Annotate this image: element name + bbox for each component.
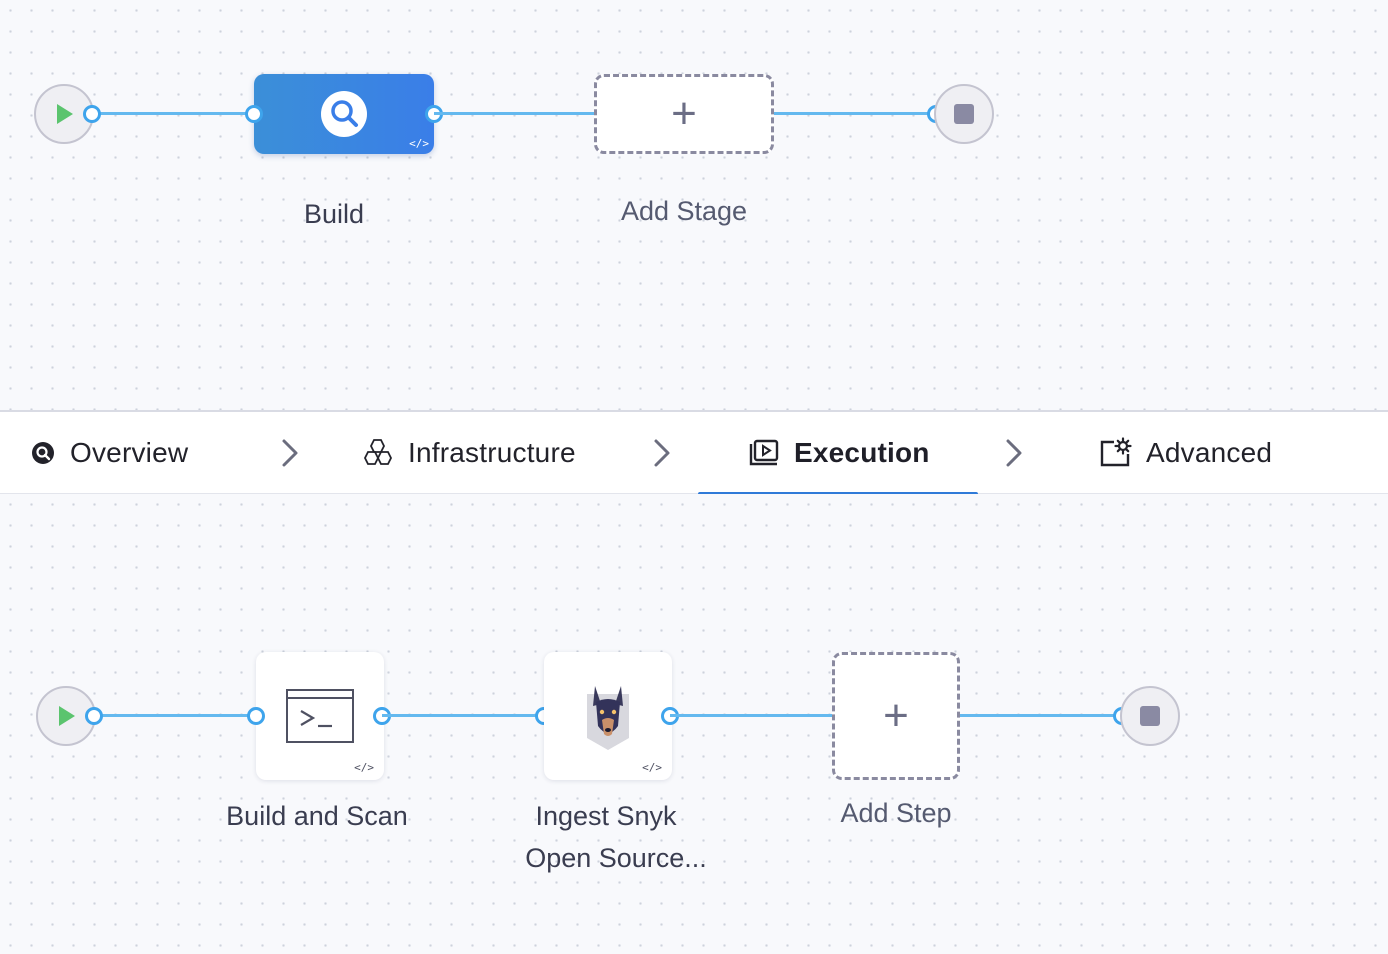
terminal-icon [286,689,354,743]
connector-port [83,105,101,123]
step-label-ingest-snyk-line2: Open Source... [525,843,707,873]
infrastructure-icon [363,439,393,465]
connector-line [670,714,834,717]
stage-node-build[interactable]: </> [254,74,434,154]
play-icon [59,706,75,726]
play-icon [57,104,73,124]
execution-icon [749,439,779,466]
step-node-ingest-snyk[interactable]: </> [544,652,672,780]
yaml-code-icon: </> [642,761,662,774]
chevron-right-icon [282,439,298,467]
yaml-code-icon: </> [409,137,429,150]
stage-label-build: Build [303,199,365,229]
connector-line [434,112,596,115]
connector-line [382,714,544,717]
add-step-button[interactable]: + [832,652,960,780]
snyk-doberman-icon [587,686,629,750]
plus-icon: + [883,691,909,740]
tab-overview[interactable]: Overview [30,412,188,494]
plus-icon: + [671,89,697,138]
step-label-ingest-snyk-line1: Ingest Snyk [535,801,677,831]
advanced-gear-icon [1100,437,1132,467]
tab-infrastructure-label: Infrastructure [408,437,576,468]
step-label-build-and-scan: Build and Scan [226,801,408,831]
tab-advanced-label: Advanced [1146,437,1273,468]
chevron-right-icon [654,439,670,467]
connector-port [85,707,103,725]
connector-line [960,714,1122,717]
tab-execution[interactable]: Execution [748,412,930,494]
connector-port [247,707,265,725]
connector-line [774,112,936,115]
stop-icon [1140,706,1160,726]
connector-line [92,112,254,115]
connector-line [94,714,256,717]
build-search-icon [321,91,367,137]
tab-execution-label: Execution [794,437,930,468]
connector-port [245,105,263,123]
tab-infrastructure[interactable]: Infrastructure [362,412,576,494]
add-step-label: Add Step [840,798,952,828]
pipeline-canvas[interactable]: </> + Build Add Stage [0,0,1388,410]
overview-icon [32,442,54,464]
tab-overview-label: Overview [70,437,189,468]
tab-advanced[interactable]: Advanced [1098,412,1272,494]
execution-canvas[interactable]: </> </> + Build and Scan Ingest Snyk Ope… [0,494,1388,954]
stop-icon [954,104,974,124]
stage-tab-bar: Overview Infrastructure Execution [0,410,1388,496]
pipeline-end-node [934,84,994,144]
chevron-right-icon [1006,439,1022,467]
add-stage-label: Add Stage [620,196,748,226]
yaml-code-icon: </> [354,761,374,774]
add-stage-button[interactable]: + [594,74,774,154]
step-node-build-and-scan[interactable]: </> [256,652,384,780]
execution-end-node [1120,686,1180,746]
